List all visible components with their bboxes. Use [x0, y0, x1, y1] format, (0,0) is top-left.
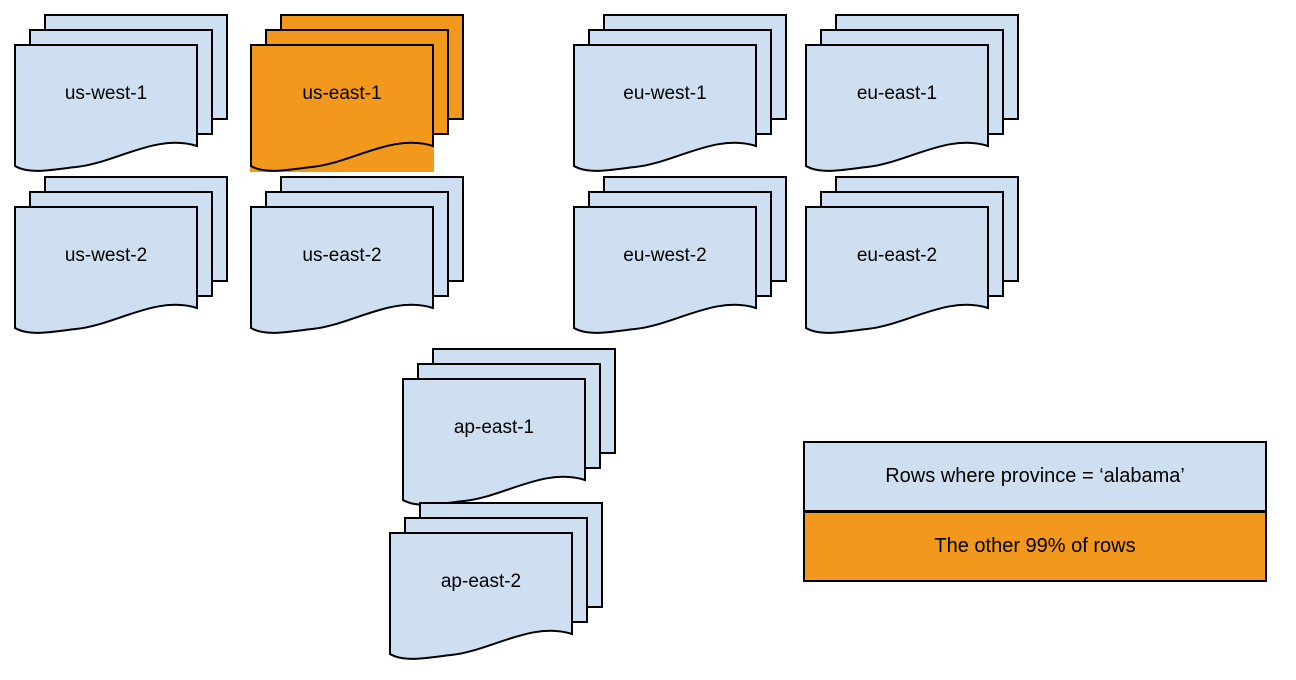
- document-shape-icon: [250, 44, 434, 172]
- legend: Rows where province = ‘alabama’ The othe…: [803, 441, 1267, 582]
- region-stack-us-west-2: us-west-2: [14, 176, 228, 334]
- region-stack-us-east-2: us-east-2: [250, 176, 464, 334]
- document-shape-icon: [573, 206, 757, 334]
- document-shape-icon: [402, 378, 586, 506]
- region-stack-eu-east-1: eu-east-1: [805, 14, 1019, 172]
- region-stack-ap-east-1: ap-east-1: [402, 348, 616, 506]
- region-stack-eu-west-1: eu-west-1: [573, 14, 787, 172]
- region-stack-us-west-1: us-west-1: [14, 14, 228, 172]
- document-shape-icon: [573, 44, 757, 172]
- document-shape-icon: [805, 44, 989, 172]
- document-shape-icon: [14, 44, 198, 172]
- legend-item-alabama-rows: Rows where province = ‘alabama’: [805, 443, 1265, 510]
- document-shape-icon: [14, 206, 198, 334]
- document-shape-icon: [250, 206, 434, 334]
- region-stack-us-east-1: us-east-1: [250, 14, 464, 172]
- document-shape-icon: [805, 206, 989, 334]
- region-stack-eu-west-2: eu-west-2: [573, 176, 787, 334]
- region-stack-eu-east-2: eu-east-2: [805, 176, 1019, 334]
- region-stack-ap-east-2: ap-east-2: [389, 502, 603, 660]
- legend-item-other-rows: The other 99% of rows: [805, 510, 1265, 580]
- document-shape-icon: [389, 532, 573, 660]
